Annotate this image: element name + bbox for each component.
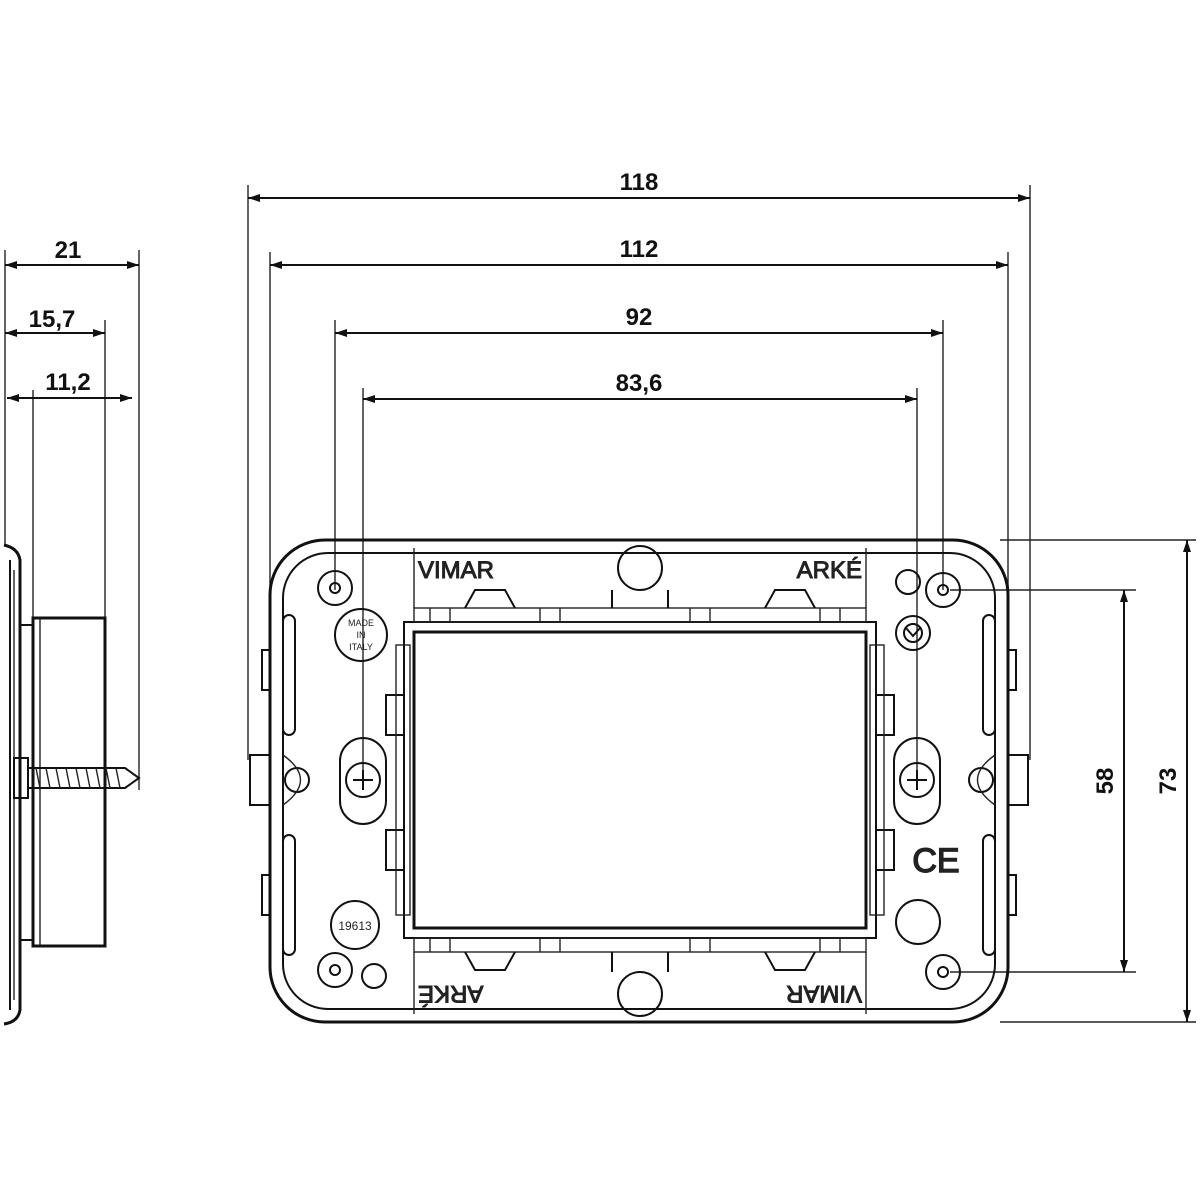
series-top: ARKÉ — [797, 557, 862, 584]
brand-bottom: VIMAR — [786, 980, 862, 1007]
brand-top: VIMAR — [418, 557, 494, 584]
dim-58: 58 — [1092, 768, 1119, 795]
series-bottom: ARKÉ — [418, 980, 483, 1007]
dim-112: 112 — [620, 236, 659, 263]
made-label-line1: MADE — [348, 618, 374, 628]
dim-73: 73 — [1155, 768, 1182, 795]
dim-side-inner: 11,2 — [45, 369, 90, 396]
front-view-frame: MADE IN ITALY 19613 VIMAR ARKÉ VIMAR ARK… — [249, 538, 1029, 1024]
dim-118: 118 — [620, 169, 659, 196]
made-label-line2: IN — [357, 630, 366, 640]
front-dimensions: 118 112 92 83,6 58 73 — [247, 169, 1196, 1023]
made-label-line3: ITALY — [349, 642, 373, 652]
dim-92: 92 — [626, 304, 653, 331]
part-number: 19613 — [338, 919, 372, 933]
dim-side-mid: 15,7 — [29, 306, 76, 333]
side-view: 21 15,7 11,2 — [3, 237, 141, 1026]
dim-83-6: 83,6 — [616, 370, 663, 397]
ce-mark: CE — [912, 842, 959, 880]
dim-side-total: 21 — [55, 237, 82, 264]
